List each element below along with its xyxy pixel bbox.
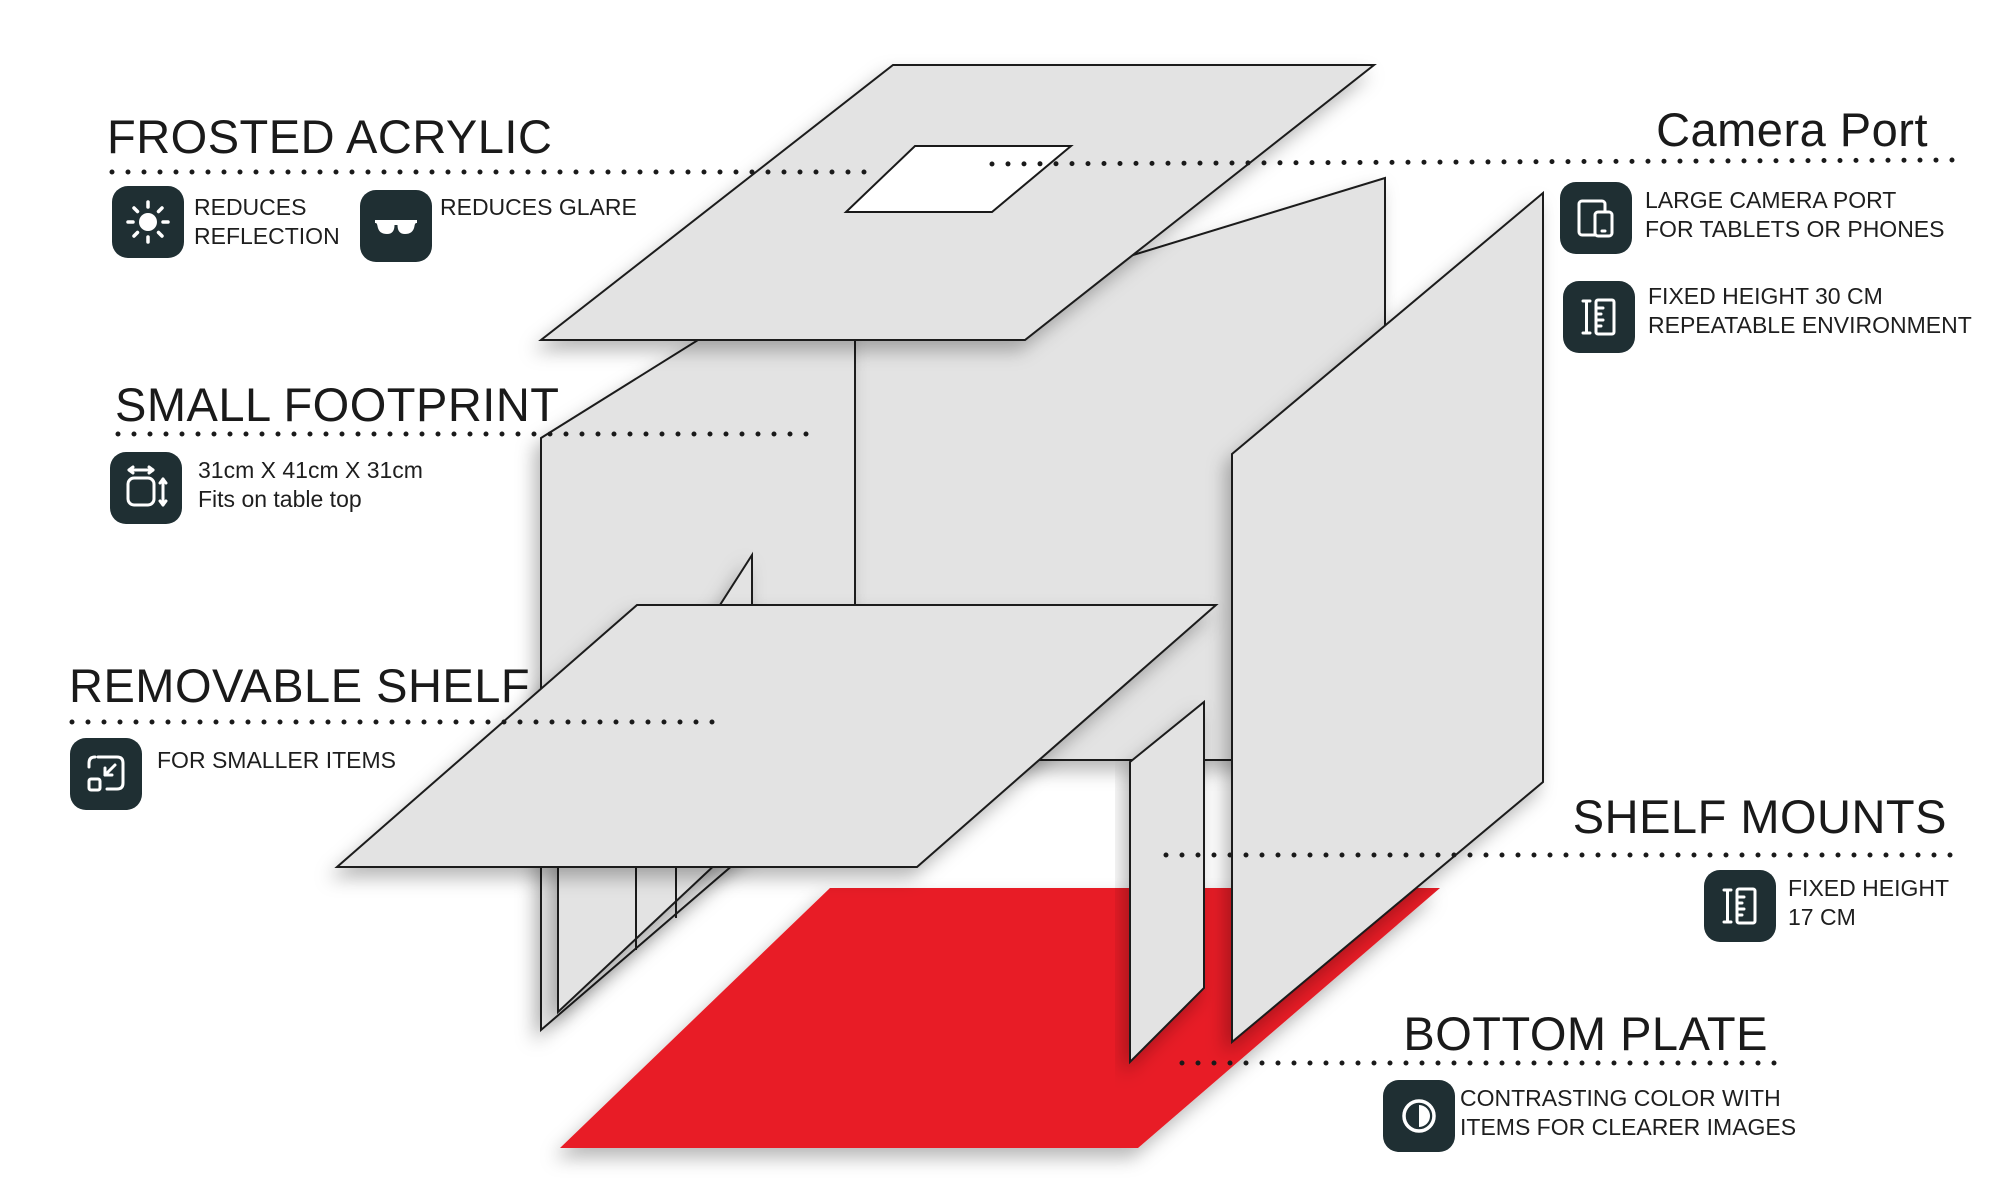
camera-port-opening xyxy=(843,145,1074,213)
contrasting-color-text: CONTRASTING COLOR WITH ITEMS FOR CLEARER… xyxy=(1460,1085,1797,1140)
for-smaller-items-text: FOR SMALLER ITEMS xyxy=(157,747,396,773)
shelf-mount-right xyxy=(1129,699,1205,1065)
fixed-height-30-text: FIXED HEIGHT 30 CM REPEATABLE ENVIRONMEN… xyxy=(1648,283,1972,338)
leader-lines xyxy=(69,157,1955,1066)
frosted-acrylic-title: FROSTED ACRYLIC xyxy=(107,110,553,163)
removable-shelf-panel xyxy=(334,604,1219,868)
shelf-mounts-title: SHELF MOUNTS xyxy=(1572,790,1947,843)
right-panel xyxy=(1231,190,1544,1045)
camera-port-feature-text: LARGE CAMERA PORT FOR TABLETS OR PHONES xyxy=(1645,187,1945,242)
removable-shelf-title: REMOVABLE SHELF xyxy=(69,659,531,712)
leader-camera-port xyxy=(989,157,1955,167)
bottom-plate xyxy=(560,888,1440,1148)
reduces-reflection-text: REDUCES REFLECTION xyxy=(194,194,340,249)
ruler-icon xyxy=(1704,870,1776,942)
bottom-plate-title: BOTTOM PLATE xyxy=(1403,1007,1768,1060)
small-footprint-title: SMALL FOOTPRINT xyxy=(115,378,560,431)
ruler-icon xyxy=(1563,281,1635,353)
camera-port-title: Camera Port xyxy=(1656,103,1928,156)
sun-icon xyxy=(112,186,184,258)
sunglasses-icon xyxy=(360,190,432,262)
contrast-icon xyxy=(1383,1080,1455,1152)
dimensions-text: 31cm X 41cm X 31cm Fits on table top xyxy=(198,457,423,512)
dimensions-icon xyxy=(110,452,182,524)
shrink-icon xyxy=(70,738,142,810)
reduces-glare-text: REDUCES GLARE xyxy=(440,194,637,220)
devices-icon xyxy=(1560,182,1632,254)
fixed-height-17-text: FIXED HEIGHT 17 CM xyxy=(1788,875,1950,930)
